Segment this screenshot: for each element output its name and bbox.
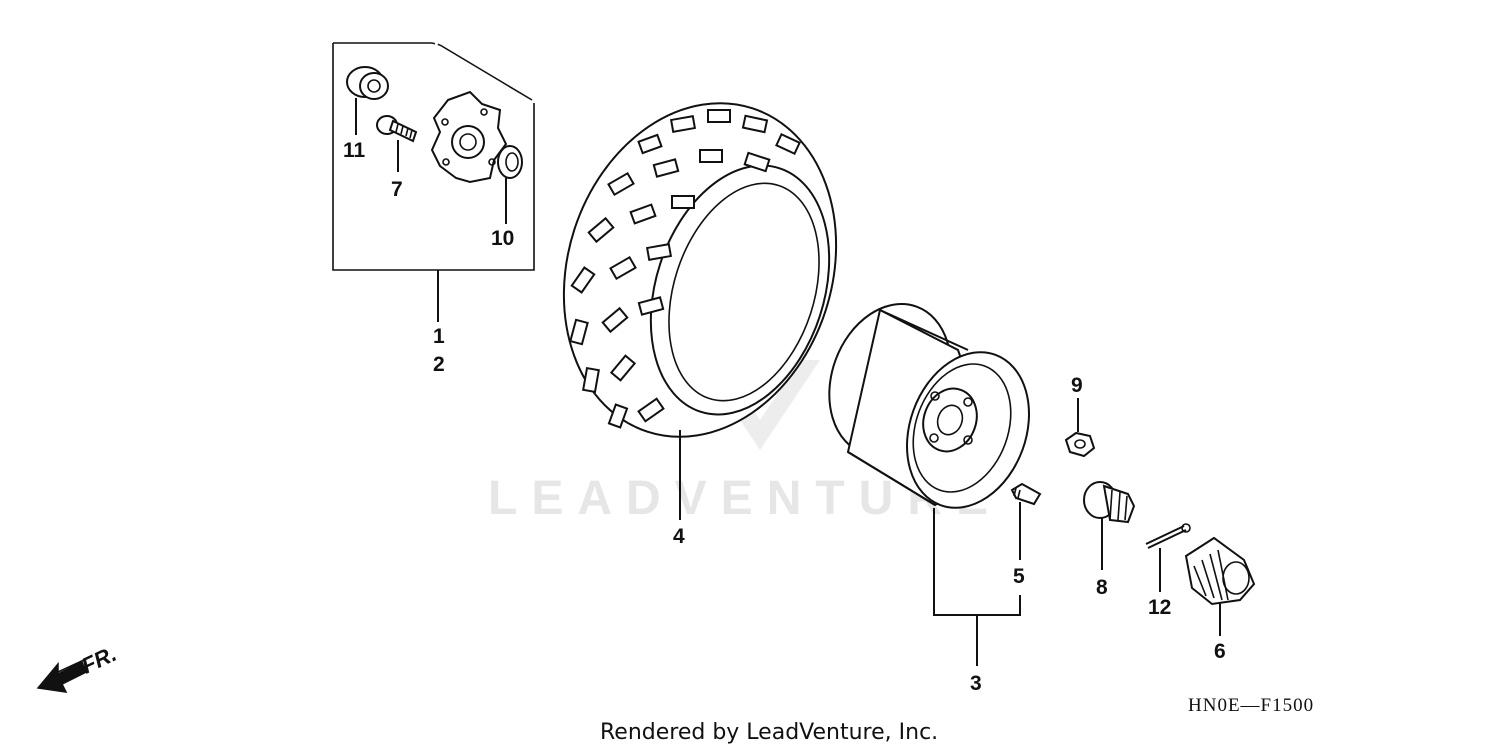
part-9-nut	[1064, 431, 1096, 458]
part-3-wheel-rim	[828, 303, 1030, 509]
tire-tread-lugs	[569, 109, 801, 429]
hub-assembly-group	[332, 42, 535, 322]
leader-3-bracket	[933, 508, 1021, 666]
part-5-valve	[1010, 482, 1042, 506]
callout-4: 4	[673, 525, 685, 548]
callout-5: 5	[1013, 565, 1025, 588]
callout-10: 10	[491, 227, 514, 250]
hub-group-bracket	[332, 42, 535, 271]
callout-9: 9	[1071, 374, 1083, 397]
callout-6: 6	[1214, 640, 1226, 663]
part-7-bolt	[376, 115, 418, 143]
part-8-castle-nut	[1083, 481, 1136, 524]
callout-labels: 1 2 3 4 5 6 7 8 9 10 11 12	[343, 139, 1226, 695]
part-6-cap	[1184, 536, 1256, 606]
hub-group-dash	[431, 42, 441, 46]
callout-11: 11	[343, 139, 366, 162]
diagram-code: HN0E—F1500	[1188, 695, 1314, 716]
part-10-bearing	[497, 145, 523, 179]
front-direction-indicator: FR.	[36, 641, 120, 693]
footer-rendered-by: Rendered by LeadVenture, Inc.	[600, 720, 938, 745]
hub-plate	[430, 90, 508, 184]
part-11-collar	[346, 66, 389, 100]
callout-3: 3	[970, 672, 982, 695]
callout-2: 2	[433, 353, 445, 376]
part-12-cotter-pin	[1145, 523, 1191, 549]
callout-12: 12	[1148, 596, 1171, 619]
part-4-tire	[562, 102, 838, 438]
callout-1: 1	[433, 325, 445, 348]
callout-8: 8	[1096, 576, 1108, 599]
callout-7: 7	[391, 178, 403, 201]
